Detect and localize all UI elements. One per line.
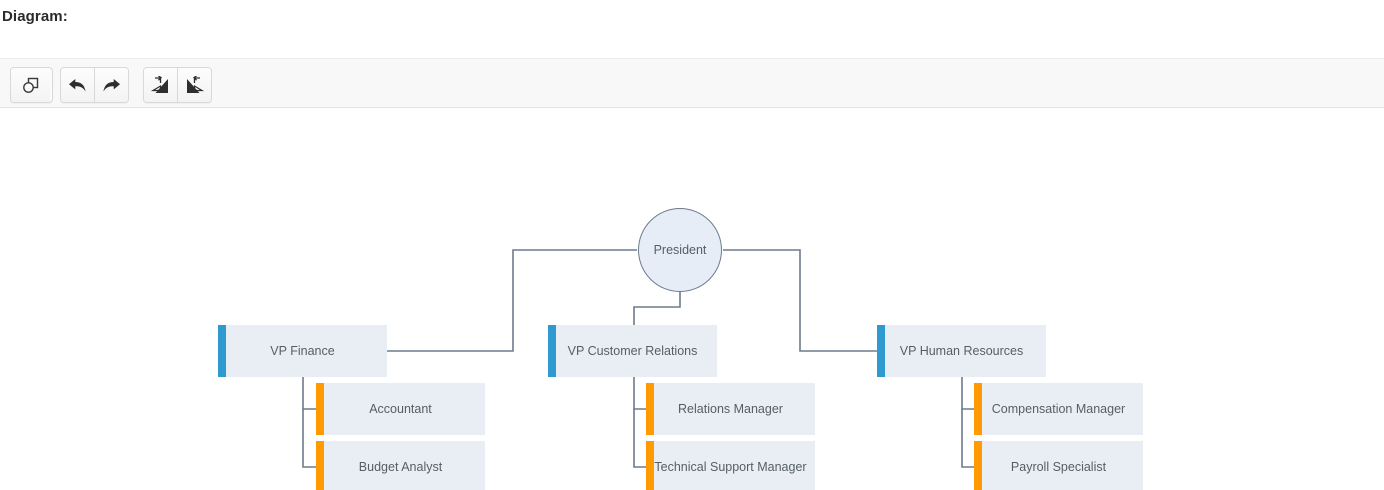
node-vp-human-resources-label: VP Human Resources — [899, 344, 1024, 358]
node-accent-bar — [877, 325, 885, 377]
edge-vp-human-resources-payroll-specialist — [961, 409, 974, 468]
undo-button[interactable] — [61, 68, 95, 102]
node-technical-support-manager-label: Technical Support Manager — [654, 460, 807, 474]
edge-vp-customer-relations-technical-support-manager — [633, 409, 646, 468]
node-president-label: President — [653, 243, 707, 257]
node-accent-bar — [646, 441, 654, 490]
node-accountant[interactable]: Accountant — [316, 383, 485, 435]
node-vp-human-resources[interactable]: VP Human Resources — [877, 325, 1046, 377]
flip-horizontal-button[interactable] — [144, 68, 178, 102]
edge-vp-finance-accountant — [302, 377, 316, 410]
diagram-toolbar — [0, 58, 1384, 108]
node-technical-support-manager[interactable]: Technical Support Manager — [646, 441, 815, 490]
node-accent-bar — [316, 441, 324, 490]
flip-vertical-icon — [185, 75, 204, 95]
edge-vp-finance-budget-analyst — [302, 409, 316, 468]
node-president[interactable]: President — [638, 208, 722, 292]
edge-president-vp-human-resources — [723, 249, 877, 352]
node-payroll-specialist[interactable]: Payroll Specialist — [974, 441, 1143, 490]
toolbar-group-shapes — [10, 67, 53, 103]
node-accent-bar — [974, 441, 982, 490]
toolbar-group-history — [60, 67, 129, 103]
edge-president-vp-finance — [387, 249, 637, 352]
node-accent-bar — [646, 383, 654, 435]
node-accent-bar — [974, 383, 982, 435]
node-budget-analyst-label: Budget Analyst — [358, 460, 443, 474]
edge-vp-human-resources-compensation-manager — [961, 377, 974, 410]
node-relations-manager[interactable]: Relations Manager — [646, 383, 815, 435]
diagram-canvas[interactable]: President VP Finance VP Customer Relatio… — [0, 108, 1384, 490]
node-accent-bar — [316, 383, 324, 435]
flip-horizontal-icon — [151, 75, 170, 95]
undo-arrow-icon — [68, 77, 87, 94]
node-vp-finance[interactable]: VP Finance — [218, 325, 387, 377]
shapes-icon — [21, 76, 40, 95]
node-vp-customer-relations-label: VP Customer Relations — [567, 344, 698, 358]
toolbar-group-flip — [143, 67, 212, 103]
node-payroll-specialist-label: Payroll Specialist — [1010, 460, 1107, 474]
node-vp-finance-label: VP Finance — [270, 344, 335, 358]
node-accent-bar — [548, 325, 556, 377]
flip-vertical-button[interactable] — [178, 68, 211, 102]
node-compensation-manager[interactable]: Compensation Manager — [974, 383, 1143, 435]
connector-layer — [302, 249, 974, 468]
node-vp-customer-relations[interactable]: VP Customer Relations — [548, 325, 717, 377]
redo-arrow-icon — [102, 77, 121, 94]
node-accountant-label: Accountant — [369, 402, 432, 416]
node-accent-bar — [218, 325, 226, 377]
edge-vp-customer-relations-relations-manager — [633, 377, 646, 410]
page-title: Diagram: — [2, 8, 68, 25]
shapes-button[interactable] — [11, 68, 50, 102]
node-compensation-manager-label: Compensation Manager — [991, 402, 1126, 416]
redo-button[interactable] — [95, 68, 128, 102]
node-budget-analyst[interactable]: Budget Analyst — [316, 441, 485, 490]
node-relations-manager-label: Relations Manager — [678, 402, 783, 416]
edge-president-vp-customer-relations — [633, 292, 681, 325]
